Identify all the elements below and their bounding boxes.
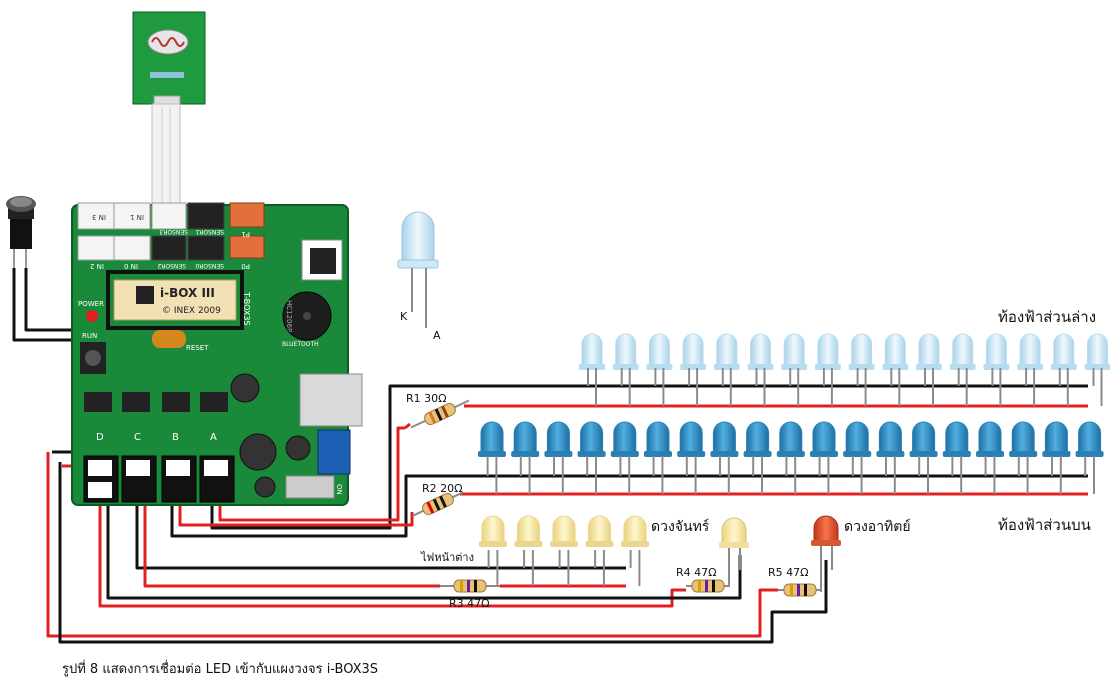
sky-upper-led: [843, 421, 872, 494]
sky-upper-led: [677, 421, 706, 494]
r2-label: R2 20Ω: [422, 482, 463, 495]
board-in3-label: IN 3: [92, 213, 106, 221]
r5-label: R5 47Ω: [768, 566, 809, 579]
r3-label: R3 47Ω: [449, 597, 490, 610]
push-switch: [6, 196, 36, 268]
moon-label: ดวงจันทร์: [651, 518, 710, 535]
window-led: [550, 515, 578, 586]
board-reset-label: RESET: [186, 344, 209, 352]
resistor-r3: [440, 579, 500, 593]
board-bluetooth-label: BLUETOOTH: [282, 341, 319, 348]
sky-lower-led: [949, 333, 976, 406]
sky-upper-led: [1042, 421, 1071, 494]
sky-lower-led: [916, 333, 942, 406]
sky-upper-led: [544, 421, 573, 494]
sky-upper-led-group: [478, 421, 1104, 494]
i-box-board: [71, 202, 363, 506]
port-a-label: A: [210, 432, 217, 443]
board-p1-label: P1: [241, 230, 250, 238]
board-in1-label: IN 1: [130, 213, 144, 221]
sky-lower-led: [680, 333, 707, 406]
sky-lower-led: [612, 333, 639, 406]
board-sensor3-label: SENSOR3: [159, 228, 188, 235]
sky-lower-led: [781, 333, 808, 406]
sky-lower-led-group: [579, 333, 1111, 406]
window-led: [479, 515, 507, 586]
sky-lower-led: [646, 333, 673, 406]
r4-label: R4 47Ω: [676, 566, 717, 579]
board-sensor2-label: SENSOR2: [157, 262, 186, 269]
sky-upper-led: [976, 421, 1004, 494]
port-c-label: C: [134, 432, 141, 443]
board-chip-title: i-BOX III: [160, 286, 215, 300]
board-on-label: ON: [335, 484, 343, 495]
sky-upper-led: [610, 421, 639, 494]
sky-lower-led: [1017, 333, 1044, 406]
led-anode-label: A: [433, 329, 441, 342]
board-run-label: RUN: [82, 332, 97, 340]
sun-label: ดวงอาทิตย์: [844, 518, 911, 535]
sky-lower-led: [1050, 333, 1077, 406]
window-led: [514, 515, 543, 586]
sky-upper-label: ท้องฟ้าส่วนบน: [998, 516, 1091, 534]
sky-upper-led: [1075, 421, 1104, 494]
sky-upper-led: [876, 421, 905, 494]
sky-lower-label: ท้องฟ้าส่วนล่าง: [998, 308, 1096, 326]
sky-upper-led: [478, 421, 506, 494]
sky-lower-led: [747, 333, 774, 406]
board-in2-label: IN 2: [90, 262, 104, 270]
resistor-r2: [412, 491, 464, 517]
resistor-r1: [410, 399, 470, 429]
example-led: [397, 211, 439, 328]
board-chip-subtitle: © INEX 2009: [162, 306, 221, 316]
buzzer-label: HC1206P: [285, 300, 293, 332]
sky-lower-led: [983, 333, 1010, 406]
sky-upper-led: [909, 421, 938, 494]
sky-upper-led: [743, 421, 772, 494]
window-led-group: [479, 515, 649, 586]
sky-lower-led: [579, 333, 605, 406]
board-power-label: POWER: [78, 300, 104, 308]
board-sensor0-label: SENSOR0: [195, 262, 224, 269]
resistor-r4: [686, 579, 730, 593]
light-sensor-module: [132, 11, 206, 205]
moon-led: [719, 517, 749, 586]
board-sensor1-label: SENSOR1: [195, 228, 224, 235]
sky-upper-led: [644, 421, 672, 494]
sky-lower-led: [882, 333, 909, 406]
window-led: [621, 515, 649, 586]
r1-label: R1 30Ω: [406, 392, 447, 405]
window-led: [585, 515, 614, 586]
sky-upper-led: [1009, 421, 1038, 494]
sky-lower-led: [713, 333, 740, 406]
sky-lower-led: [848, 333, 875, 406]
sky-upper-led: [942, 421, 971, 494]
figure-caption: รูปที่ 8 แสดงการเชื่อมต่อ LED เข้ากับแผง…: [62, 660, 378, 677]
resistor-r5: [778, 583, 822, 597]
port-b-label: B: [172, 432, 179, 443]
sky-upper-led: [810, 421, 838, 494]
window-label: ไฟหน้าต่าง: [420, 551, 474, 564]
port-d-label: D: [96, 432, 104, 443]
sky-upper-led: [511, 421, 540, 494]
sky-upper-led: [776, 421, 805, 494]
led-cathode-label: K: [400, 310, 408, 323]
sun-led: [811, 515, 841, 592]
sky-lower-led: [814, 333, 841, 406]
board-in0-label: IN 0: [124, 262, 138, 270]
sky-lower-led: [1084, 333, 1111, 406]
board-p0-label: P0: [241, 262, 250, 270]
sky-upper-led: [577, 421, 606, 494]
sky-upper-led: [710, 421, 739, 494]
board-model-label: T-BOX3S: [242, 291, 251, 326]
